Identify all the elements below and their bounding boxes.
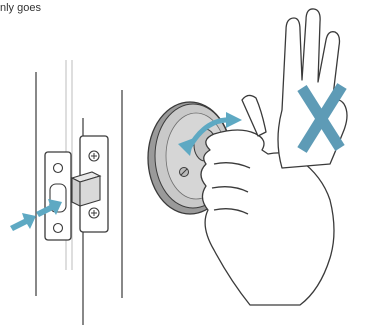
strike-plate [45,152,71,240]
latch-bolt [72,172,100,206]
